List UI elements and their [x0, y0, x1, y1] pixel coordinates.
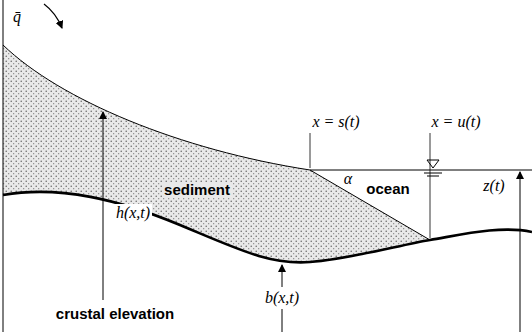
b-arrow [282, 265, 283, 287]
b-arrow-tail [282, 309, 283, 332]
region-label: crustal elevation [54, 306, 176, 323]
u-leader [430, 133, 431, 238]
position-label: x = u(t) [430, 113, 483, 131]
left-axis [3, 0, 4, 332]
sediment-fill [3, 45, 430, 262]
sea-level-label: z(t) [481, 177, 506, 195]
z-arrow [520, 172, 521, 332]
basement-line [3, 192, 532, 263]
region-label: ocean [364, 181, 411, 198]
elevation-label: h(x,t) [114, 204, 152, 222]
flux-label: q̄ [11, 8, 23, 26]
s-leader [310, 133, 311, 168]
angle-label: α [342, 170, 354, 188]
position-label: x = s(t) [310, 113, 361, 131]
water-symbol [424, 160, 442, 176]
flux-arrow [44, 4, 62, 28]
h-arrow [103, 112, 104, 300]
sediment-surface [3, 45, 430, 240]
region-label: sediment [162, 182, 232, 199]
sea-level [310, 170, 532, 171]
basement-label: b(x,t) [263, 289, 301, 307]
